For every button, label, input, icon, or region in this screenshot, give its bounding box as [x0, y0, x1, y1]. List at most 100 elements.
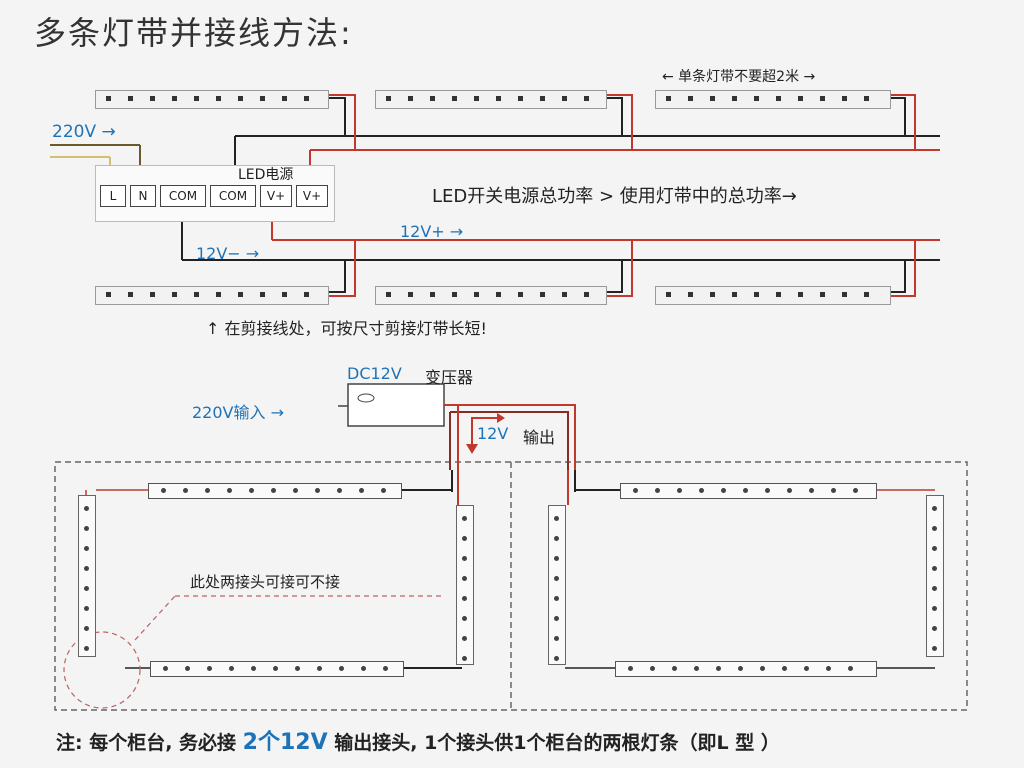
led-dot — [496, 96, 501, 101]
led-bead — [650, 666, 655, 671]
led-dot — [842, 292, 847, 297]
led-dot — [666, 96, 671, 101]
led-dot — [304, 292, 309, 297]
led-bead — [185, 666, 190, 671]
led-bead — [84, 626, 89, 631]
led-bead — [694, 666, 699, 671]
led-dot — [408, 96, 413, 101]
led-dot — [386, 96, 391, 101]
led-bead — [554, 596, 559, 601]
led-bead — [716, 666, 721, 671]
led-bead — [554, 576, 559, 581]
led-dot — [452, 96, 457, 101]
led-dot — [754, 292, 759, 297]
led-bead — [315, 488, 320, 493]
led-dot — [798, 292, 803, 297]
led-bead — [207, 666, 212, 671]
led-bead — [677, 488, 682, 493]
led-strip-top-1 — [95, 90, 329, 109]
led-dot — [732, 292, 737, 297]
transformer-dc: DC12V — [347, 364, 402, 383]
diagram-title: 多条灯带并接线方法: — [34, 14, 353, 52]
led-dot — [216, 96, 221, 101]
led-dot — [562, 292, 567, 297]
led-dot — [452, 292, 457, 297]
led-dot — [194, 292, 199, 297]
led-dot — [540, 292, 545, 297]
led-bead — [831, 488, 836, 493]
led-dot — [172, 96, 177, 101]
counter-right-left-strip — [548, 505, 566, 665]
led-bead — [699, 488, 704, 493]
led-dot — [864, 292, 869, 297]
terminal-n: N — [130, 185, 156, 207]
counter-left-right-strip — [456, 505, 474, 665]
strip-length-note: ← 单条灯带不要超2米 → — [662, 69, 816, 85]
led-bead — [462, 556, 467, 561]
led-dot — [710, 96, 715, 101]
led-bead — [853, 488, 858, 493]
terminal-com-1: COM — [160, 185, 206, 207]
led-bead — [932, 506, 937, 511]
led-strip-top-2 — [375, 90, 607, 109]
terminal-l: L — [100, 185, 126, 207]
bottom-note-part2: 输出接头, 1个接头供1个柜台的两根灯条（即L 型 ） — [334, 732, 780, 754]
led-bead — [804, 666, 809, 671]
led-dot — [282, 292, 287, 297]
counter-left-top-strip — [148, 483, 402, 499]
led-bead — [381, 488, 386, 493]
led-bead — [271, 488, 276, 493]
led-dot — [820, 292, 825, 297]
led-dot — [150, 96, 155, 101]
led-bead — [932, 546, 937, 551]
terminal-vplus-2: V+ — [296, 185, 328, 207]
led-bead — [251, 666, 256, 671]
led-strip-bottom-3 — [655, 286, 891, 305]
led-bead — [765, 488, 770, 493]
psu-label: LED电源 — [238, 167, 294, 183]
led-strip-top-3 — [655, 90, 891, 109]
led-bead — [84, 506, 89, 511]
led-dot — [864, 96, 869, 101]
led-bead — [554, 536, 559, 541]
led-bead — [183, 488, 188, 493]
led-bead — [760, 666, 765, 671]
led-dot — [732, 96, 737, 101]
led-bead — [462, 656, 467, 661]
led-bead — [227, 488, 232, 493]
led-bead — [161, 488, 166, 493]
led-bead — [554, 636, 559, 641]
joint-note: 此处两接头可接可不接 — [190, 573, 341, 591]
led-bead — [932, 586, 937, 591]
counter-right-bottom-strip — [615, 661, 877, 677]
led-bead — [84, 646, 89, 651]
led-bead — [383, 666, 388, 671]
led-bead — [633, 488, 638, 493]
terminal-vplus-1: V+ — [260, 185, 292, 207]
cut-note: ↑ 在剪接线处，可按尺寸剪接灯带长短! — [206, 319, 487, 338]
power-note: LED开关电源总功率 > 使用灯带中的总功率→ — [432, 186, 797, 207]
led-dot — [496, 292, 501, 297]
label-12v-minus: 12V− → — [196, 244, 260, 263]
terminal-com-2: COM — [210, 185, 256, 207]
led-bead — [628, 666, 633, 671]
led-bead — [932, 566, 937, 571]
led-bead — [655, 488, 660, 493]
led-bead — [554, 616, 559, 621]
led-bead — [462, 536, 467, 541]
led-bead — [295, 666, 300, 671]
led-dot — [260, 96, 265, 101]
led-dot — [194, 96, 199, 101]
led-bead — [339, 666, 344, 671]
led-dot — [776, 96, 781, 101]
led-dot — [106, 292, 111, 297]
led-dot — [238, 96, 243, 101]
led-bead — [932, 626, 937, 631]
led-dot — [666, 292, 671, 297]
led-dot — [820, 96, 825, 101]
bottom-note-part1: 注: 每个柜台, 务必接 — [56, 732, 237, 754]
led-bead — [809, 488, 814, 493]
led-bead — [205, 488, 210, 493]
led-dot — [518, 96, 523, 101]
